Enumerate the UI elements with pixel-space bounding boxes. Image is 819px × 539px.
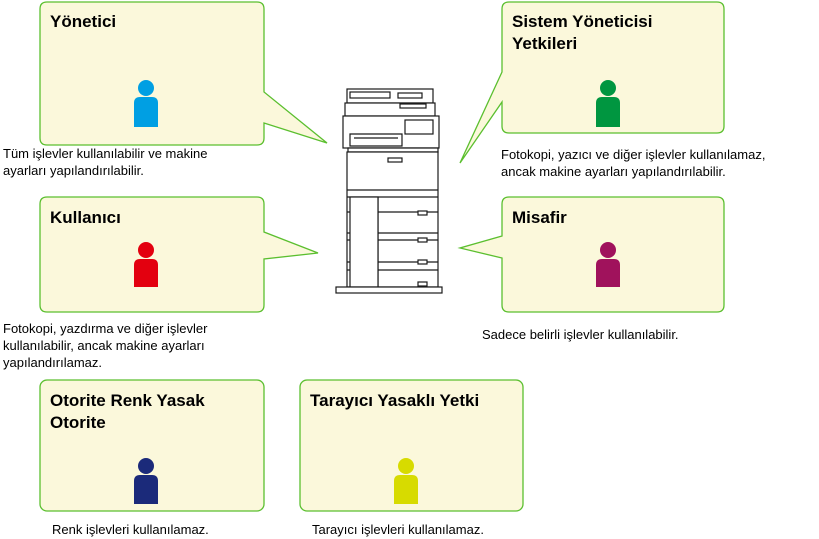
guest-title: Misafir [512,208,567,227]
color-forbidden-authority-title: Otorite Renk Yasak Otorite [50,390,205,434]
description-line: Tüm işlevler kullanılabilir ve makine [3,146,208,161]
description-line: Fotokopi, yazdırma ve diğer işlevler [3,321,208,336]
description-line: Sadece belirli işlevler kullanılabilir. [482,327,679,342]
person-icon [134,80,158,127]
description-line: ancak makine ayarları yapılandırılabilir… [501,164,726,179]
person-icon [134,458,158,504]
administrator-description: Tüm işlevler kullanılabilir ve makine ay… [3,145,207,179]
system-admin-rights-callout-box [459,1,725,164]
description-line: yapılandırılamaz. [3,355,102,370]
guest-description: Sadece belirli işlevler kullanılabilir. [482,326,679,343]
description-line: kullanılabilir, ancak makine ayarları [3,338,205,353]
color-forbidden-authority-box [39,379,265,512]
person-icon [394,458,418,504]
administrator-title: Yönetici [50,12,117,31]
system-admin-rights-description: Fotokopi, yazıcı ve diğer işlevler kulla… [501,146,765,180]
person-icon [596,242,620,287]
description-line: ayarları yapılandırılabilir. [3,163,144,178]
title-line: Otorite [50,413,106,432]
user-callout-box [39,196,319,313]
multifunction-printer-icon [335,88,443,294]
title-line: Otorite Renk Yasak [50,391,205,410]
scanner-forbidden-authority-description: Tarayıcı işlevleri kullanılamaz. [312,521,484,538]
system-admin-rights-title: Sistem Yöneticisi Yetkileri [512,11,652,55]
description-line: Tarayıcı işlevleri kullanılamaz. [312,522,484,537]
administrator-callout-box [39,1,328,146]
title-line: Yetkileri [512,34,578,53]
scanner-forbidden-authority-title: Tarayıcı Yasaklı Yetki [310,391,480,410]
person-icon [596,80,620,127]
person-icon [134,242,158,287]
user-title: Kullanıcı [50,208,121,227]
description-line: Renk işlevleri kullanılamaz. [52,522,209,537]
guest-callout-box [457,196,725,313]
title-line: Sistem Yöneticisi [512,12,653,31]
user-description: Fotokopi, yazdırma ve diğer işlevler kul… [3,320,207,371]
description-line: Fotokopi, yazıcı ve diğer işlevler kulla… [501,147,766,162]
color-forbidden-authority-description: Renk işlevleri kullanılamaz. [52,521,209,538]
scanner-forbidden-authority-box [299,379,524,512]
